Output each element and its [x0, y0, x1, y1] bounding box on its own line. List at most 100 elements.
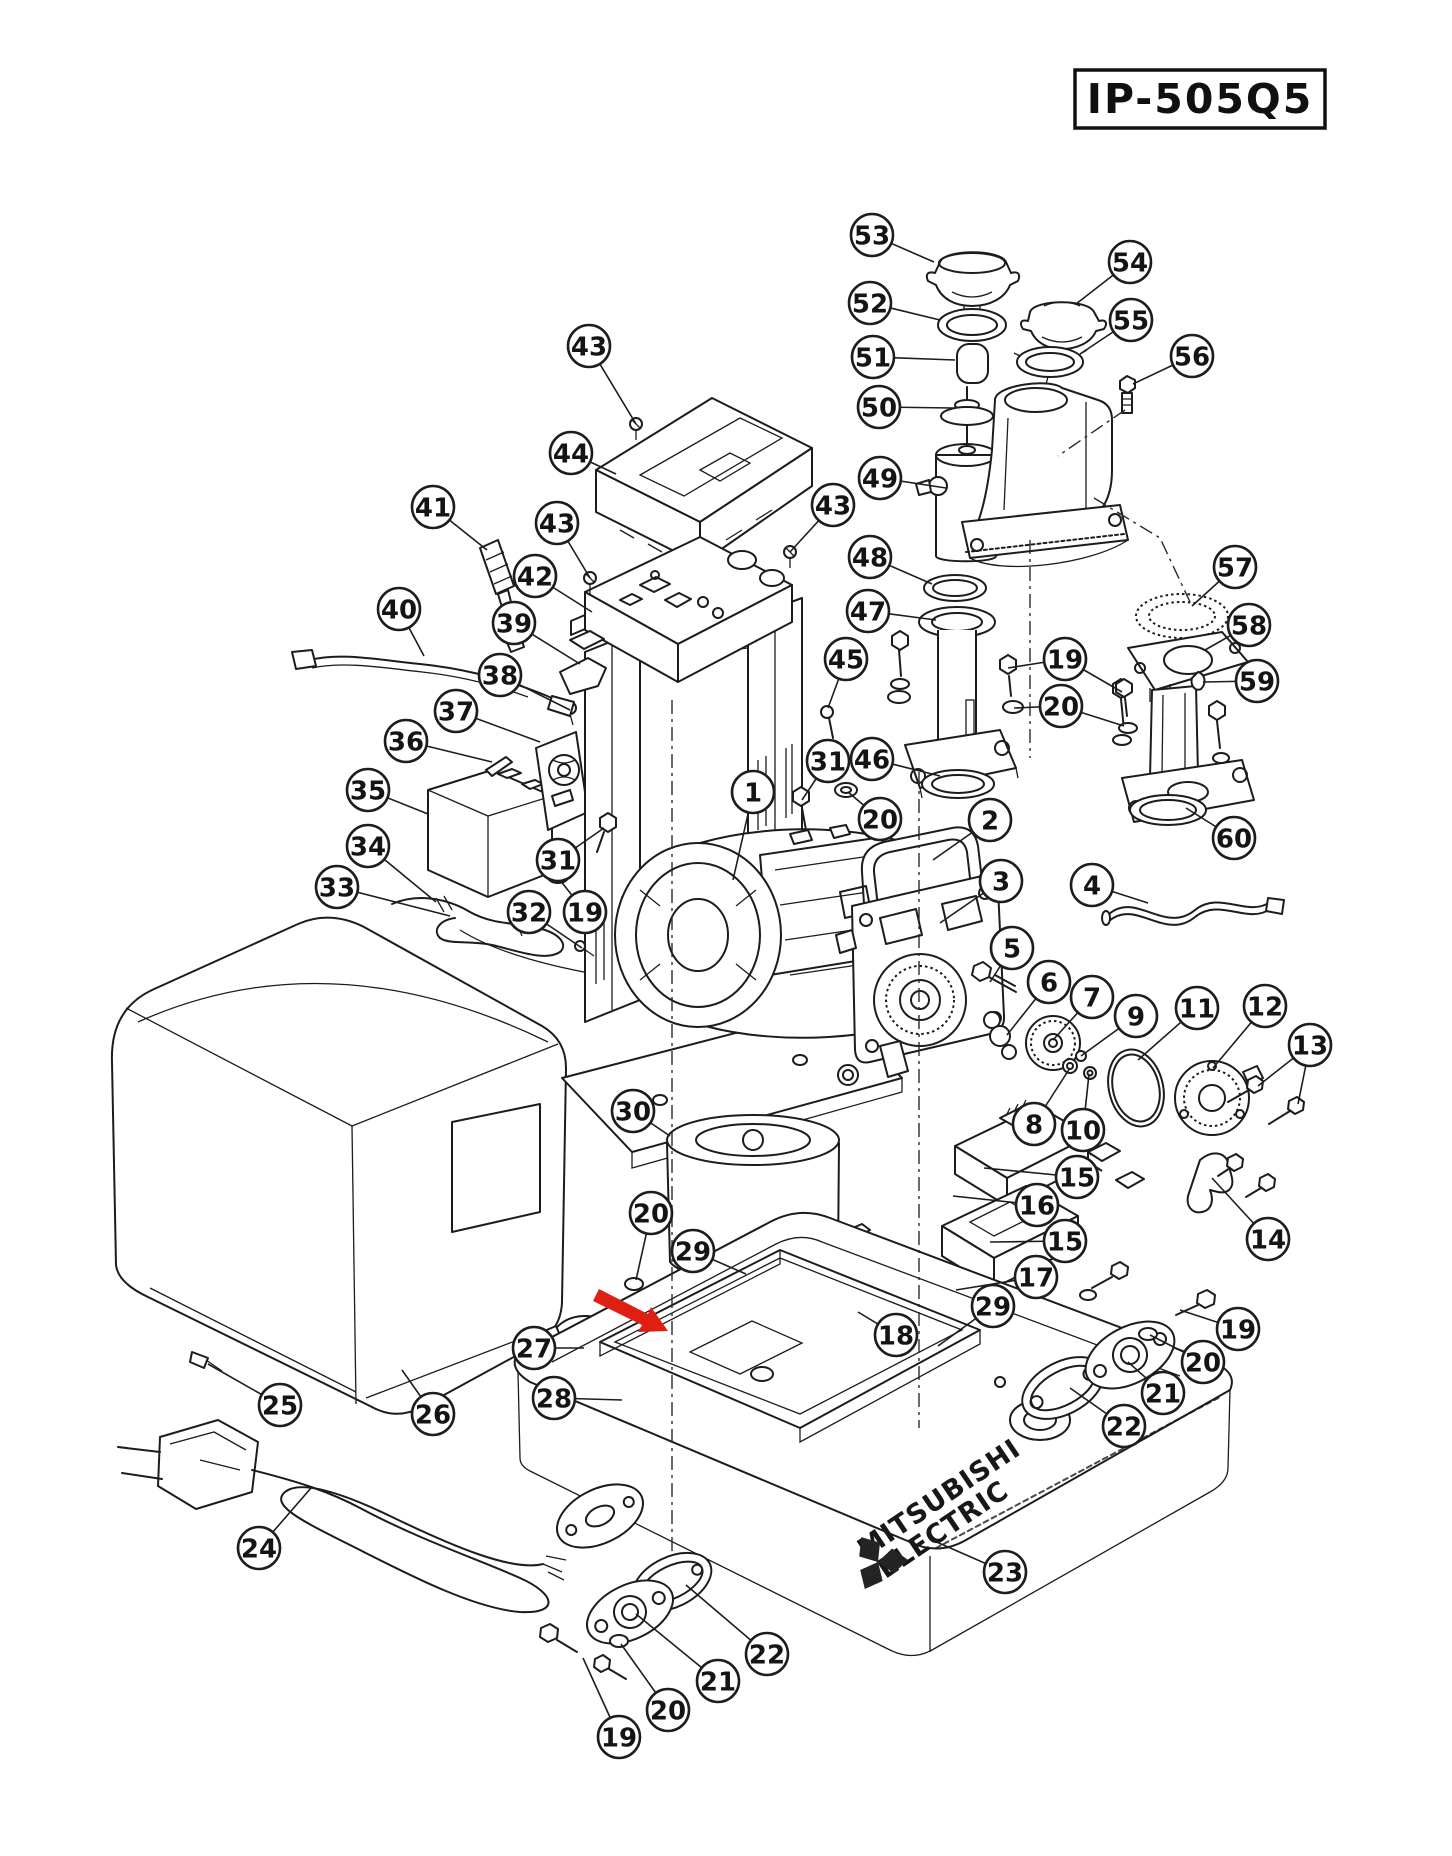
balloon-number: 53	[854, 222, 890, 252]
balloon-number: 48	[852, 544, 888, 574]
callout-balloon-35-46: 35	[345, 767, 391, 813]
callout-balloon-9-8: 9	[1113, 993, 1159, 1039]
washer-20c	[624, 1277, 644, 1291]
red-pointer-arrow	[593, 1289, 668, 1332]
callout-balloon-39-50: 39	[491, 600, 537, 646]
balloon-circle	[257, 1382, 303, 1428]
callout-balloon-20-24: 20	[857, 796, 903, 842]
connector-cube-2	[1115, 1171, 1145, 1189]
callout-balloon-19-22: 19	[596, 1714, 642, 1760]
balloon-circle	[1226, 602, 1272, 648]
balloon-circle	[967, 797, 1013, 843]
balloon-number: 38	[482, 662, 518, 692]
balloon-number: 12	[1247, 993, 1283, 1023]
plug-prongs	[117, 1446, 163, 1480]
balloon-number: 20	[1185, 1349, 1221, 1379]
callout-balloon-49-62: 49	[857, 455, 903, 501]
balloon-number: 15	[1059, 1164, 1095, 1194]
balloon-circle	[1060, 1107, 1106, 1153]
balloon-number: 51	[855, 344, 891, 374]
balloon-number: 19	[1220, 1316, 1256, 1346]
balloon-number: 28	[536, 1385, 572, 1415]
balloon-circle	[236, 1525, 282, 1571]
balloon-circle	[1287, 1022, 1333, 1068]
balloon-number: 27	[516, 1335, 552, 1365]
balloon-number: 30	[615, 1098, 651, 1128]
callout-balloon-55-68: 55	[1108, 297, 1154, 343]
balloon-circle	[1234, 658, 1280, 704]
power-cord	[117, 1351, 567, 1614]
balloon-circle	[695, 1658, 741, 1704]
balloon-number: 56	[1174, 343, 1210, 373]
pin-36	[485, 756, 513, 777]
balloon-circle	[1180, 1339, 1226, 1385]
balloon-circle	[410, 484, 456, 530]
balloon-number: 19	[567, 899, 603, 929]
bolt-19d2	[593, 1654, 627, 1680]
washer-20e	[609, 1634, 629, 1648]
callout-balloon-12-11: 12	[1242, 983, 1288, 1029]
bolt-31b	[596, 812, 617, 853]
callout-balloon-40-51: 40	[376, 586, 422, 632]
callout-balloon-22-30: 22	[1101, 1403, 1147, 1449]
balloon-number: 55	[1113, 307, 1149, 337]
discharge-column	[1112, 593, 1255, 826]
drive-train	[971, 961, 1305, 1214]
balloon-circle	[314, 864, 360, 910]
callout-balloon-19-19: 19	[1042, 636, 1088, 682]
battery	[427, 768, 566, 898]
flange-58	[1127, 631, 1249, 702]
balloon-circle	[1211, 815, 1257, 861]
bracket-39	[559, 657, 607, 695]
balloon-circle	[1101, 1403, 1147, 1449]
callout-balloon-60-73: 60	[1211, 815, 1257, 861]
callout-balloon-44-57: 44	[548, 430, 594, 476]
balloon-circle	[1013, 1254, 1059, 1300]
balloon-circle	[512, 553, 558, 599]
coupling-6	[983, 1011, 1017, 1060]
callout-balloon-28-37: 28	[531, 1375, 577, 1421]
callout-balloon-59-72: 59	[1234, 658, 1280, 704]
balloon-circle	[730, 769, 776, 815]
cover-label-area	[451, 1103, 541, 1233]
balloon-number: 6	[1040, 969, 1058, 999]
balloon-number: 49	[862, 465, 898, 495]
pump-head-housing	[961, 382, 1129, 568]
callout-balloon-26-35: 26	[410, 1391, 456, 1437]
balloon-circle	[1140, 1370, 1186, 1416]
balloon-circle	[670, 1228, 716, 1274]
balloon-number: 43	[815, 492, 851, 522]
balloon-circle	[850, 334, 896, 380]
callout-balloon-10-9: 10	[1060, 1107, 1106, 1153]
balloon-number: 19	[601, 1724, 637, 1754]
bolt-19a2	[1115, 678, 1133, 717]
balloon-number: 15	[1047, 1228, 1083, 1258]
balloon-circle	[1108, 297, 1154, 343]
title-box	[1073, 68, 1327, 130]
balloon-number: 46	[854, 746, 890, 776]
callout-balloon-43-56: 43	[810, 482, 856, 528]
balloon-number: 29	[975, 1293, 1011, 1323]
callout-balloon-48-61: 48	[847, 534, 893, 580]
balloon-circle	[849, 736, 895, 782]
balloon-circle	[982, 1549, 1028, 1595]
callout-balloon-19-20: 19	[562, 889, 608, 935]
balloon-circle	[1069, 862, 1115, 908]
balloon-circle	[535, 837, 581, 883]
callout-balloon-21-29: 21	[695, 1658, 741, 1704]
callout-balloon-22-31: 22	[744, 1631, 790, 1677]
callout-balloon-58-71: 58	[1226, 602, 1272, 648]
balloon-circle	[491, 600, 537, 646]
callout-balloon-20-26: 20	[1180, 1339, 1226, 1385]
control-box-lid	[595, 397, 813, 565]
bolt-19a	[999, 654, 1017, 697]
three-diamond-logo	[859, 1537, 908, 1589]
callout-balloon-43-55: 43	[534, 500, 580, 546]
balloon-circle	[1174, 985, 1220, 1031]
balloon-number: 43	[539, 510, 575, 540]
bolt-56	[1119, 375, 1136, 414]
balloon-number: 8	[1025, 1111, 1043, 1141]
callout-balloon-19-21: 19	[1215, 1306, 1261, 1352]
